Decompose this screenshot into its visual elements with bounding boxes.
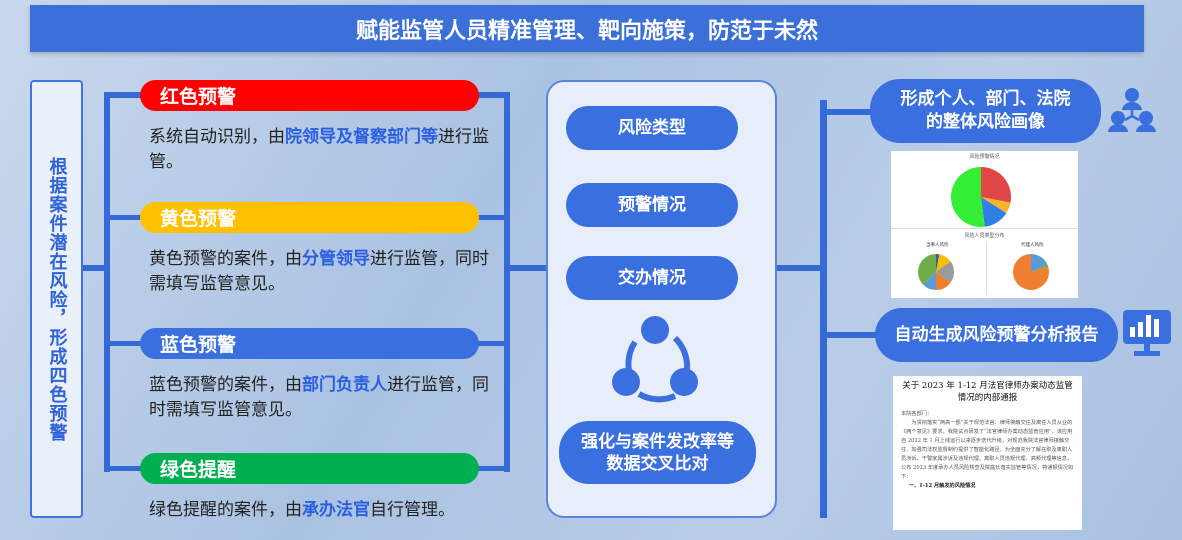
doc-body: 为贯彻落实“两高一部”关于规范法官、律师接触交往及离任人员从业的《两个意见》要求…	[901, 420, 1074, 480]
page-title: 赋能监管人员精准管理、靶向施策，防范于未然	[30, 5, 1144, 52]
doc-salutation: 本院各部门：	[901, 411, 933, 417]
party-risk-pie-chart	[918, 254, 954, 290]
agent-risk-pie-chart	[1013, 254, 1049, 290]
bracket-line	[820, 100, 827, 518]
pie-slice	[918, 254, 936, 285]
chart-title: 风险人员类型分布	[964, 233, 1005, 239]
doc-section: 一、1-12 月触发的风险情况	[908, 483, 976, 489]
pie-slice	[936, 254, 940, 272]
pie-slice	[1013, 254, 1049, 290]
warning-label: 绿色提醒	[160, 459, 237, 481]
connector	[777, 265, 823, 271]
chart-title: 风险预警情况	[969, 154, 1000, 160]
warning-description: 黄色预警的案件，由分管领导进行监管，同时需填写监管意见。	[149, 249, 489, 294]
warning-pill-0[interactable]: 红色预警	[140, 80, 479, 111]
warning-description: 绿色提醒的案件，由承办法官自行管理。	[149, 500, 455, 520]
responsible-party: 分管领导	[302, 249, 370, 269]
cross-compare-button[interactable]: 强化与案件发改率等数据交叉比对	[559, 421, 756, 484]
generate-report-button[interactable]: 自动生成风险预警分析报告	[875, 308, 1118, 362]
report-document-thumbnail[interactable]: 关于 2023 年 1-12 月法官律师办案动态监管情况的内部通报 本院各部门：…	[893, 376, 1082, 530]
share-cycle-icon	[612, 316, 698, 403]
warning-status-button[interactable]: 预警情况	[566, 183, 738, 227]
risk-type-button[interactable]: 风险类型	[566, 106, 738, 150]
people-network-icon	[1108, 88, 1156, 132]
monitor-chart-icon	[1123, 310, 1171, 356]
pie-slice	[936, 261, 954, 283]
warning-pill-2[interactable]: 蓝色预警	[140, 328, 479, 359]
warning-description: 系统自动识别，由院领导及督察部门等进行监管。	[149, 127, 489, 172]
warning-label: 红色预警	[160, 86, 237, 108]
warning-pie-chart	[951, 167, 1011, 227]
risk-portrait-button[interactable]: 形成个人、部门、法院的整体风险画像	[870, 79, 1101, 143]
pie-slice	[922, 272, 936, 290]
warning-label: 黄色预警	[160, 208, 237, 230]
risk-chart-thumbnail[interactable]: 风险预警情况 风险人员类型分布 当事人风险 代理人风险	[891, 151, 1078, 298]
connector	[510, 265, 546, 271]
responsible-party: 院领导及督察部门等	[285, 127, 438, 147]
connector	[83, 265, 108, 271]
pie-slice	[1031, 254, 1048, 272]
responsible-party: 承办法官	[302, 500, 370, 520]
bracket-line	[104, 92, 110, 472]
subchart-title: 当事人风险	[926, 243, 949, 248]
bracket-line	[504, 92, 510, 472]
pie-slice	[981, 197, 1007, 227]
warning-pill-1[interactable]: 黄色预警	[140, 202, 479, 233]
pie-slice	[981, 167, 1011, 203]
warning-label: 蓝色预警	[160, 334, 237, 356]
responsible-party: 部门负责人	[302, 375, 387, 395]
pie-slice	[936, 254, 951, 272]
warning-description: 蓝色预警的案件，由部门负责人进行监管，同时需填写监管意见。	[149, 375, 489, 420]
warning-pill-3[interactable]: 绿色提醒	[140, 453, 479, 484]
pie-slice	[1031, 264, 1049, 272]
subchart-title: 代理人风险	[1021, 243, 1044, 248]
pie-slice	[951, 167, 985, 227]
assignment-status-button[interactable]: 交办情况	[566, 256, 738, 300]
four-color-warning-label: 根据案件潜在风险，形成四色预警	[30, 80, 83, 518]
pie-slice	[981, 197, 1011, 214]
doc-title: 关于 2023 年 1-12 月法官律师办案动态监管情况的内部通报	[902, 381, 1073, 403]
pie-slice	[936, 272, 951, 290]
